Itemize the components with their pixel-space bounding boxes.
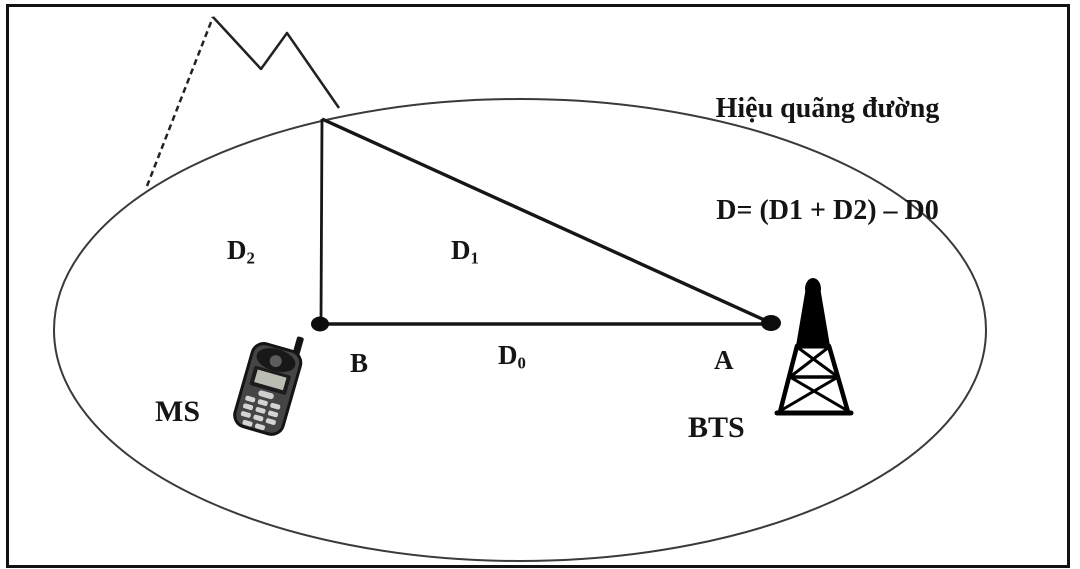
label-d2: D2: [227, 235, 255, 268]
diagram-title: Hiệu quãng đường: [715, 93, 940, 124]
reflected-path-d1-line: [321, 117, 772, 325]
tower-top-section: [795, 292, 831, 347]
mountain-outline: [212, 16, 341, 109]
label-bts: BTS: [688, 411, 745, 444]
phone-screen: [254, 369, 287, 391]
point-b-dot: [311, 316, 329, 332]
bts-tower-icon: [774, 278, 854, 416]
label-d0: D0: [498, 340, 526, 373]
point-a-dot: [761, 315, 781, 331]
title-block: Hiệu quãng đường D= (D1 + D2) – D0: [655, 24, 1000, 296]
reflected-path-d2-line: [319, 118, 324, 321]
mountain-left-slope: [145, 16, 215, 187]
coverage-ellipse: [53, 98, 987, 562]
label-point-b: B: [350, 348, 369, 378]
label-d1: D1: [451, 235, 479, 268]
formula-sub-0: 0: [924, 195, 939, 226]
formula-sub-1: 1: [789, 195, 803, 226]
tower-left-leg: [777, 343, 800, 415]
phone-speaker: [269, 355, 282, 368]
ms-phone-icon: [233, 336, 304, 436]
phone-nav-key: [258, 390, 274, 400]
label-point-a: A: [714, 345, 734, 375]
tower-right-leg: [826, 343, 851, 415]
label-ms: MS: [155, 395, 200, 428]
formula-sub-2: 2: [853, 195, 868, 226]
phone-keypad: [240, 395, 281, 431]
tower-cross-braces: [778, 345, 850, 413]
path-difference-formula: D= (D1 + D2) – D0: [716, 195, 939, 226]
